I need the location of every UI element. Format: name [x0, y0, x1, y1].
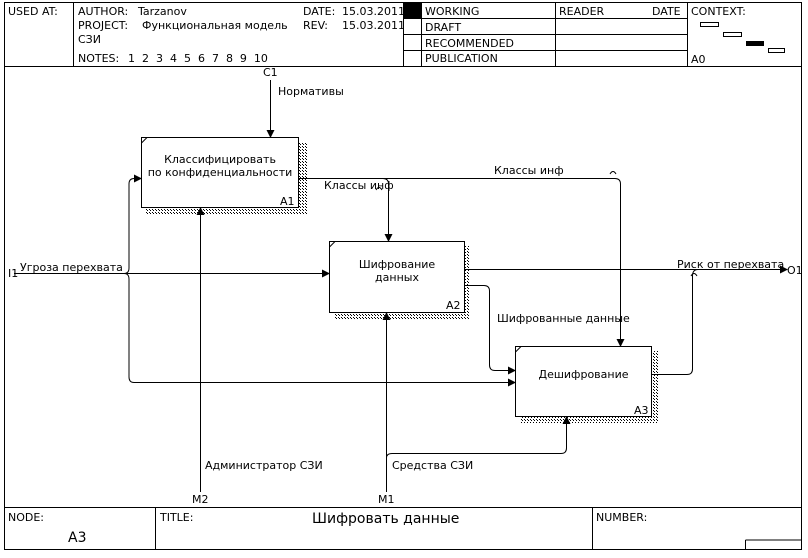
arrow-input-to-a3	[123, 273, 516, 387]
notes-values: 1 2 3 4 5 6 7 8 9 10	[128, 52, 268, 65]
project-value-line2: СЗИ	[78, 33, 101, 46]
mechanism-m1-label[interactable]: Средства СЗИ	[392, 459, 474, 472]
date-label: DATE:	[303, 5, 336, 18]
project-value-line1: Функциональная модель	[142, 19, 288, 32]
box-a3-label[interactable]: Дешифрование	[538, 368, 629, 381]
arrow-label-encrypted-data[interactable]: Шифрованные данные	[497, 312, 630, 325]
box-a1	[141, 137, 299, 208]
output-o1-code: O1	[787, 264, 803, 277]
box-a2-number: A2	[446, 299, 461, 312]
status-publication: PUBLICATION	[425, 52, 498, 65]
mechanism-m2-label[interactable]: Администратор СЗИ	[205, 459, 323, 472]
arrow-input-to-a1	[123, 174, 142, 274]
box-a1-label-line1[interactable]: Классифицировать	[164, 153, 276, 166]
control-c1-label[interactable]: Нормативы	[278, 85, 344, 98]
node-value: A3	[68, 530, 87, 546]
rev-value: 15.03.2011	[342, 19, 405, 32]
context-thumbnail	[700, 22, 785, 53]
box-a1-number: A1	[280, 195, 295, 208]
input-i1-code: I1	[8, 267, 19, 280]
arrow-a1-to-a3	[383, 178, 625, 347]
box-a3	[515, 346, 652, 417]
notes-label: NOTES:	[78, 52, 120, 65]
status-recommended: RECOMMENDED	[425, 37, 514, 50]
context-node: A0	[691, 53, 706, 66]
node-label: NODE:	[8, 511, 45, 524]
context-label: CONTEXT:	[691, 5, 746, 18]
status-working: WORKING	[425, 5, 480, 18]
author-label: AUTHOR:	[78, 5, 129, 18]
arrow-label-classes-1[interactable]: Классы инф	[324, 179, 394, 192]
box-a2-label-line2[interactable]: данных	[375, 271, 419, 284]
control-c1-code: C1	[263, 66, 278, 79]
title-label: TITLE:	[160, 511, 194, 524]
arrow-a2-to-a3	[465, 285, 516, 375]
arrow-m1-to-a3	[386, 416, 571, 459]
used-at-label: USED AT:	[8, 5, 58, 18]
page-title: Шифровать данные	[312, 511, 460, 527]
arrow-a3-output	[652, 269, 699, 375]
input-i1-label[interactable]: Угроза перехвата	[20, 261, 123, 274]
rev-label: REV:	[303, 19, 328, 32]
status-draft: DRAFT	[425, 21, 462, 34]
number-label: NUMBER:	[596, 511, 648, 524]
arrow-label-classes-2[interactable]: Классы инф	[494, 164, 564, 177]
mechanism-m1-code: M1	[378, 493, 395, 506]
box-a2	[329, 241, 465, 313]
working-status-marker	[404, 3, 421, 18]
reader-date-label: DATE	[652, 5, 681, 18]
box-a3-number: A3	[634, 404, 649, 417]
box-a2-label-line1[interactable]: Шифрование	[358, 258, 436, 271]
mechanism-m2-code: M2	[192, 493, 209, 506]
box-a1-label-line2[interactable]: по конфиденциальности	[147, 166, 293, 179]
author-value: Tarzanov	[138, 5, 187, 18]
output-o1-label[interactable]: Риск от перехвата	[677, 258, 785, 271]
reader-label: READER	[559, 5, 605, 18]
project-label: PROJECT:	[78, 19, 129, 32]
date-value: 15.03.2011	[342, 5, 405, 18]
